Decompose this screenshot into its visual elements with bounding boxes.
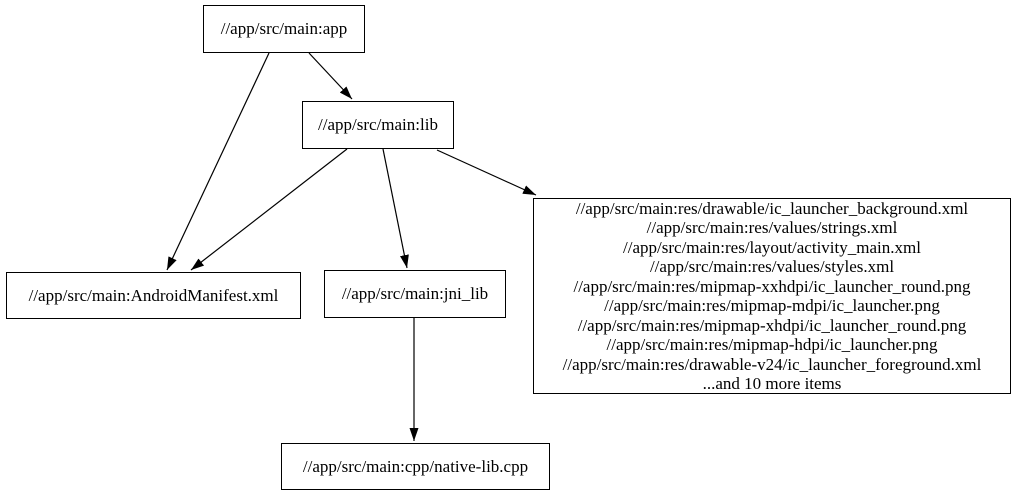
node-lib-target: //app/src/main:lib — [302, 101, 454, 149]
res-group-line: //app/src/main:res/layout/activity_main.… — [623, 237, 921, 257]
node-jni-lib-label: //app/src/main:jni_lib — [341, 284, 489, 304]
edge-lib-to-jni-lib — [382, 148, 409, 269]
res-group-line: //app/src/main:res/mipmap-xxhdpi/ic_laun… — [573, 276, 971, 296]
edge-lib-to-res-group — [436, 149, 537, 196]
res-group-line: //app/src/main:res/drawable/ic_launcher_… — [575, 198, 969, 218]
res-group-line: //app/src/main:res/mipmap-mdpi/ic_launch… — [604, 296, 940, 315]
node-jni-lib: //app/src/main:jni_lib — [324, 270, 506, 318]
res-group-line: //app/src/main:res/mipmap-xhdpi/ic_launc… — [577, 315, 967, 335]
res-group-line: //app/src/main:res/values/styles.xml — [649, 257, 895, 276]
edge-app-to-manifest — [166, 52, 270, 271]
node-app-label: //app/src/main:app — [220, 19, 348, 39]
node-res-group: //app/src/main:res/drawable/ic_launcher_… — [533, 198, 1011, 394]
node-android-manifest: //app/src/main:AndroidManifest.xml — [6, 272, 301, 319]
node-native-lib-cpp-label: //app/src/main:cpp/native-lib.cpp — [302, 456, 529, 476]
edge-app-to-lib — [308, 52, 353, 100]
node-native-lib-cpp: //app/src/main:cpp/native-lib.cpp — [281, 443, 550, 490]
res-group-line: //app/src/main:res/mipmap-hdpi/ic_launch… — [606, 335, 938, 354]
edge-lib-to-manifest — [190, 148, 348, 271]
res-group-line: //app/src/main:res/values/strings.xml — [646, 218, 898, 237]
node-android-manifest-label: //app/src/main:AndroidManifest.xml — [28, 285, 279, 305]
res-group-more-items: ...and 10 more items — [702, 374, 842, 393]
node-app-target: //app/src/main:app — [203, 5, 365, 53]
node-lib-label: //app/src/main:lib — [318, 115, 438, 135]
res-group-line: //app/src/main:res/drawable-v24/ic_launc… — [562, 354, 982, 374]
